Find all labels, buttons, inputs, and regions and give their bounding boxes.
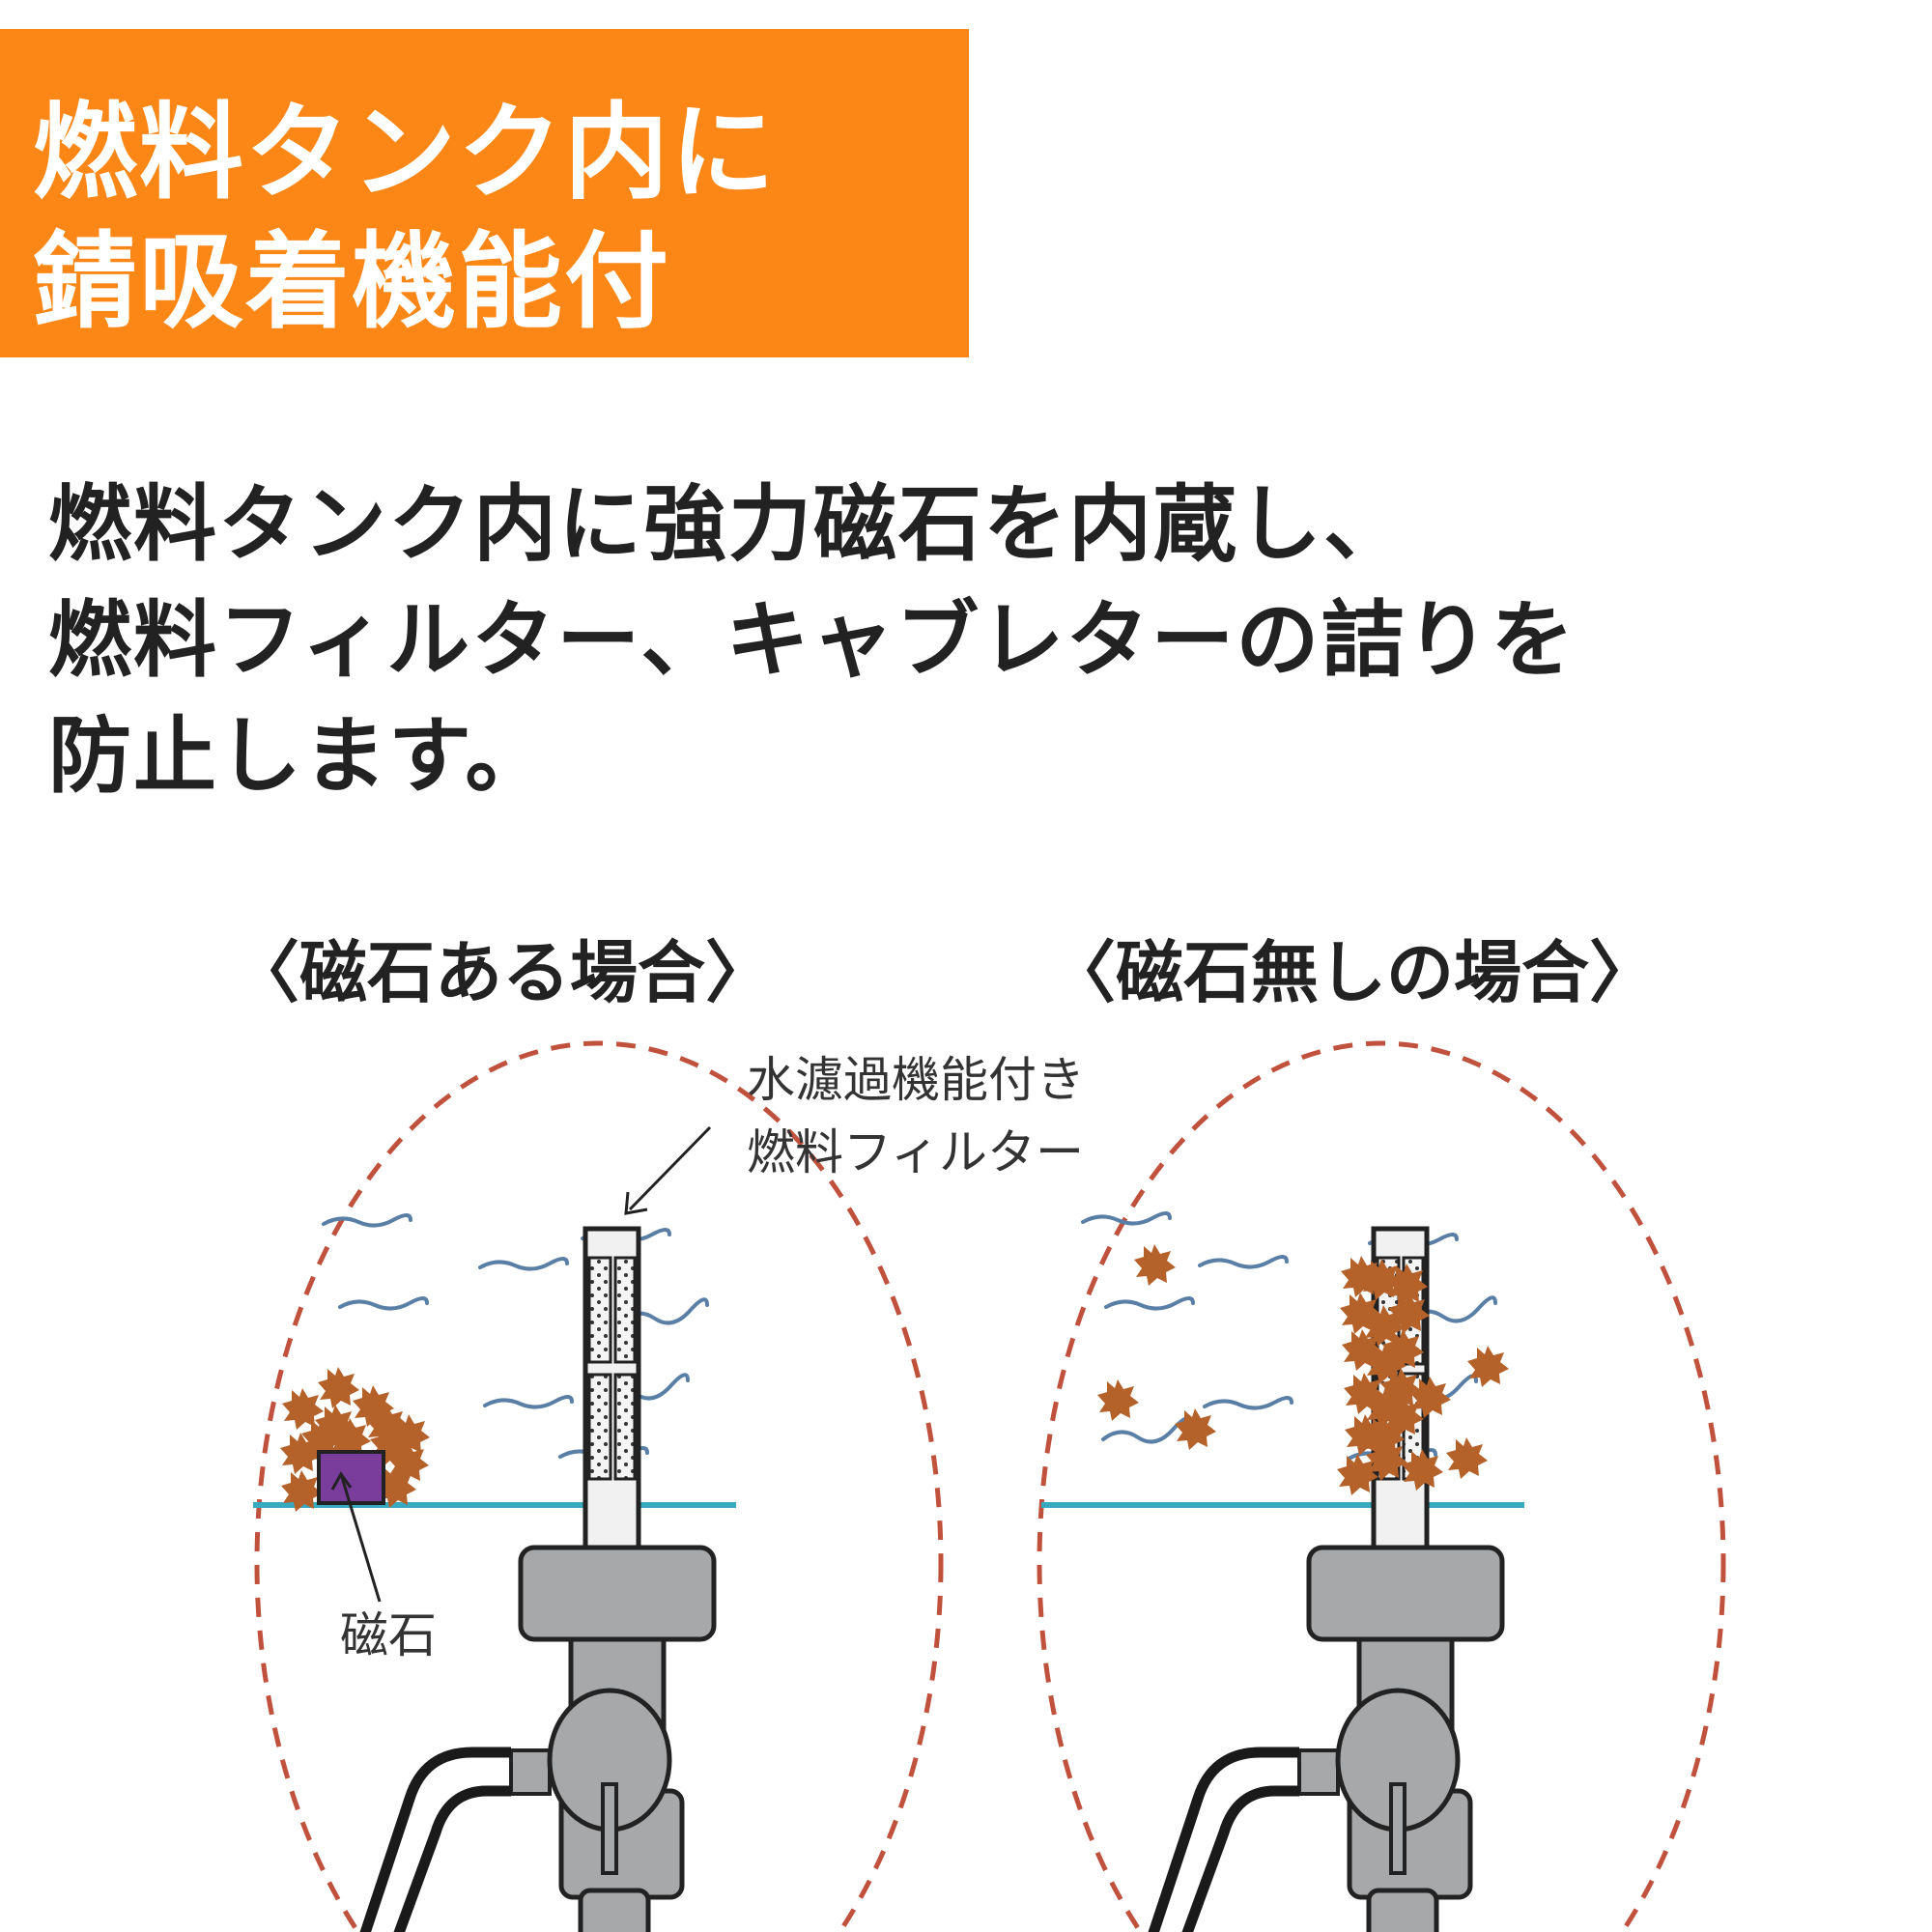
description-line-2: 燃料フィルター、キャブレターの詰りを	[48, 592, 1577, 689]
title-line-2: 錆吸着機能付	[33, 222, 671, 343]
rust-particles	[1097, 1244, 1509, 1495]
with-magnet-dashed-outline	[254, 1040, 944, 1932]
fuel-cock	[1152, 1548, 1502, 1932]
with-magnet-title: 〈磁石ある場合〉	[232, 933, 773, 1012]
without-magnet-diagram	[1037, 1040, 1726, 1932]
with-magnet-diagram	[253, 1040, 944, 1932]
without-magnet-title: 〈磁石無しの場合〉	[1048, 933, 1657, 1012]
magnet-label: 磁石	[340, 1607, 437, 1663]
description-line-1: 燃料タンク内に強力磁石を内蔵し、	[48, 476, 1408, 573]
fuel-filter	[582, 1226, 641, 1552]
without-magnet-dashed-outline	[1037, 1040, 1726, 1932]
filter-label-line-2: 燃料フィルター	[747, 1124, 1084, 1180]
filter-label-line-1: 水濾過機能付き	[747, 1052, 1085, 1108]
description: 燃料タンク内に強力磁石を内蔵し、 燃料フィルター、キャブレターの詰りを 防止しま…	[48, 467, 1576, 814]
title-banner: 燃料タンク内に 錆吸着機能付	[0, 29, 969, 357]
magnet-pointer-line	[339, 1473, 382, 1603]
title-line-1: 燃料タンク内に	[33, 93, 778, 213]
title-text: 燃料タンク内に 錆吸着機能付	[33, 89, 777, 348]
description-line-3: 防止します。	[48, 708, 551, 805]
filter-pointer-line	[628, 1125, 712, 1211]
magnet-block	[317, 1450, 385, 1505]
